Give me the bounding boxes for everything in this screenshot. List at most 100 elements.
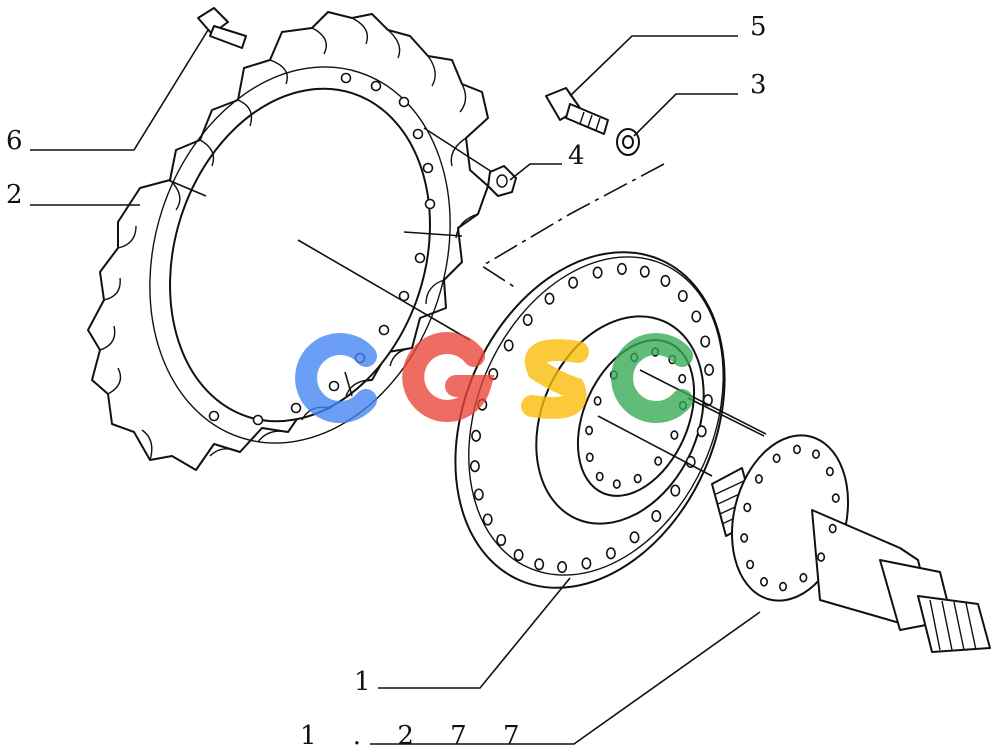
leader-1 [378, 577, 571, 689]
watermark-letter-g [402, 332, 495, 422]
bolt-part-5 [545, 87, 609, 135]
sprocket-segment-split-3 [344, 371, 353, 397]
bolt-5-thread [579, 111, 601, 131]
callout-6: 6 [6, 126, 23, 156]
callout-4: 4 [568, 141, 585, 171]
shaft-flange-hole-10 [772, 453, 781, 464]
bolt-5-shank [565, 103, 609, 135]
flange-hole-6 [581, 557, 592, 570]
shaft-flange-hole-6 [746, 559, 755, 570]
shaft-flange-hole-13 [825, 466, 834, 477]
watermark-letter-c2 [611, 333, 693, 423]
shaft-flange-hole-2 [817, 552, 826, 562]
leader-4 [509, 163, 562, 181]
flange-hole-3 [651, 510, 662, 523]
flange-hole-13 [469, 460, 480, 473]
flange-hole-7 [557, 561, 568, 574]
shaft-flange-hole-14 [831, 493, 840, 503]
sprocket-segment-split-2 [403, 231, 463, 237]
sprocket-bolt-band [149, 66, 451, 444]
shaft-spline-end [917, 595, 991, 653]
centerline-flange-shaft-upper [639, 369, 767, 435]
drive-shaft [711, 434, 991, 653]
bore-hole-2 [654, 456, 663, 466]
shaft-flange-hole-3 [799, 572, 808, 583]
callout-2: 2 [6, 180, 23, 210]
leader-5 [569, 35, 738, 97]
shaft-flange-hole-4 [778, 581, 787, 592]
bolt-6-shank [209, 25, 247, 49]
flange-hole-27 [700, 335, 711, 348]
flange-hole-28 [704, 363, 715, 376]
bore-hole-4 [612, 479, 621, 489]
callout-1: 1 [354, 667, 371, 697]
flange-hole-4 [629, 531, 640, 544]
sprocket-bolt-holes [208, 72, 436, 426]
flange-hole-24 [660, 274, 671, 287]
sprocket-segment-split-1 [167, 179, 207, 197]
callout-3: 3 [750, 70, 767, 100]
watermark-letter-c1 [295, 333, 377, 423]
sprocket-segments [87, 11, 489, 471]
bore-hole-1 [670, 430, 679, 440]
washer-3-hole [622, 135, 634, 149]
flange-hole-30 [696, 425, 707, 438]
callout-5: 5 [750, 12, 767, 42]
shaft-flange-holes [740, 444, 840, 592]
nut-part-4 [487, 165, 517, 197]
bore-hole-3 [633, 473, 642, 484]
bore-hole-6 [585, 452, 594, 463]
assembly-lines [297, 127, 767, 477]
hub-flange [454, 251, 726, 589]
centerline-flange-shaft-lower [597, 415, 713, 477]
bore-hole-13 [678, 373, 687, 384]
flange-hole-17 [503, 339, 514, 352]
shaft-flange-hole-1 [828, 523, 837, 534]
shaft-flange-hole-7 [740, 533, 749, 543]
flange-hole-25 [677, 289, 688, 303]
watermark-logo [295, 332, 693, 423]
flange-hole-18 [522, 313, 533, 326]
flange-hole-14 [471, 429, 482, 442]
shaft-flange-hole-11 [792, 444, 801, 455]
flange-hole-2 [670, 484, 681, 497]
flange-hole-23 [639, 265, 650, 278]
bolt-axis-flange-right [687, 397, 765, 437]
reference-number: 1 . 2 7 7 [300, 721, 534, 751]
bore-hole-8 [593, 396, 602, 406]
leader-3 [633, 93, 738, 137]
bolt-part-6 [197, 7, 247, 49]
shaft-flange-hole-5 [759, 576, 768, 587]
shaft-flange-hole-9 [754, 474, 763, 484]
flange-hole-8 [534, 558, 545, 571]
flange-hole-5 [605, 547, 616, 560]
nut-4-body [487, 165, 517, 197]
shaft-spline-ridges [715, 479, 753, 525]
flange-hole-10 [496, 533, 507, 547]
shaft-spline-end-ridges [929, 599, 977, 651]
flange-rim-edge [468, 256, 724, 576]
bolt-axis-dashdot [480, 163, 665, 289]
leader-6 [30, 29, 209, 151]
flange-hole-11 [482, 513, 493, 526]
bore-hole-5 [595, 471, 604, 482]
flange-hole-19 [544, 292, 555, 305]
leader-ref [370, 611, 761, 745]
flange-hole-9 [513, 549, 524, 562]
callout-labels: 6 2 5 3 4 1 1 . 2 7 7 [6, 12, 767, 751]
washer-part-3 [616, 128, 640, 156]
flange-hole-21 [592, 266, 603, 279]
centerline-sprocket-flange [297, 239, 471, 341]
flange-hole-26 [691, 310, 702, 323]
shaft-flange-hole-12 [811, 449, 820, 460]
bore-hole-7 [585, 425, 594, 436]
sprocket-inner-bore [169, 87, 431, 423]
nut-4-hole [496, 174, 508, 188]
shaft-flange-hole-8 [743, 502, 752, 513]
bolt-axis-nut [423, 127, 493, 173]
flange-hole-22 [616, 262, 627, 275]
flange-hole-12 [473, 488, 484, 501]
flange-hole-20 [568, 276, 579, 289]
